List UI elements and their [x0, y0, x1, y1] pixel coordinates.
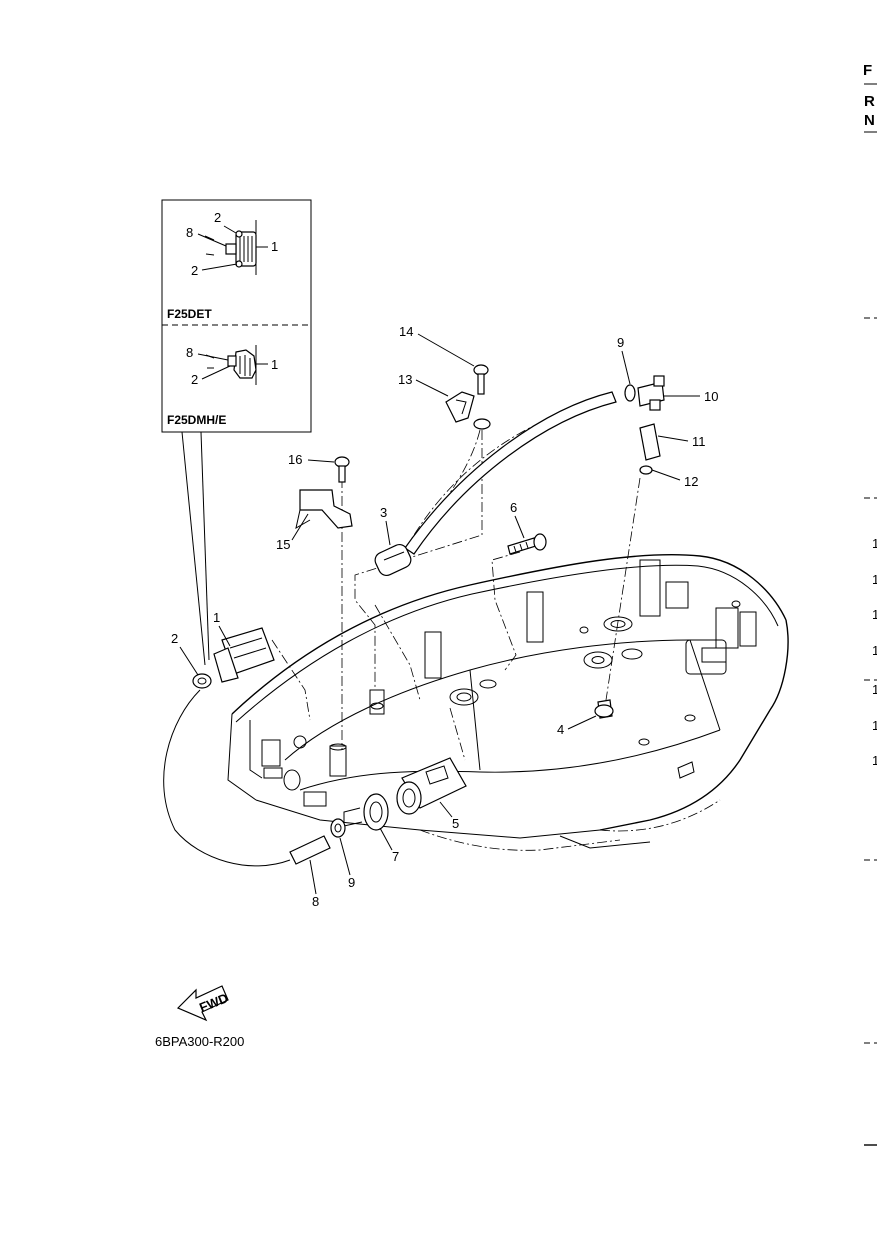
figure-code: 6BPA300-R200	[155, 1034, 244, 1049]
part-16-bolt	[334, 456, 350, 483]
edge-digit: 1	[872, 572, 877, 587]
part-10-joint	[637, 375, 665, 411]
edge-char: R	[864, 93, 875, 110]
callout-8: 8	[312, 894, 319, 909]
part-4-nipple	[594, 699, 614, 719]
callout-7: 7	[392, 849, 399, 864]
edge-digit: 1	[872, 682, 877, 697]
inset-bottom-sensor-drawing	[205, 345, 257, 385]
edge-digit: 1	[872, 607, 877, 622]
callout-5: 5	[452, 816, 459, 831]
inset-top-callout: 2	[191, 263, 198, 278]
inset-top-callout: 1	[271, 239, 278, 254]
part-12-clip	[639, 465, 653, 475]
part-2-clamp	[192, 673, 212, 689]
callout-15: 15	[276, 537, 290, 552]
callout-11: 11	[692, 434, 706, 449]
inset-bottom-callout: 8	[186, 345, 193, 360]
inset-top-label: F25DET	[167, 307, 212, 321]
inset-bottom-label: F25DMH/E	[167, 413, 226, 427]
callout-9-lower: 9	[348, 875, 355, 890]
part-13-holder	[445, 391, 491, 430]
part-14-bolt	[473, 364, 489, 395]
part-6-screw	[507, 533, 547, 555]
inset-top-sensor-drawing	[204, 220, 257, 275]
part-9-clip-lower	[330, 818, 346, 838]
part-9-clip-upper	[624, 384, 636, 402]
edge-digit: 1	[872, 643, 877, 658]
callout-13: 13	[398, 372, 412, 387]
tell-tale-hose	[404, 391, 617, 555]
inset-bottom-callout: 2	[191, 372, 198, 387]
callout-4: 4	[557, 722, 564, 737]
inset-bottom-callout: 1	[271, 357, 278, 372]
part-15-bracket	[295, 489, 353, 529]
callout-3: 3	[380, 505, 387, 520]
page-edge: F R N 1 1 1 1 1 1 1	[863, 62, 877, 1146]
callout-1: 1	[213, 610, 220, 625]
edge-digit: 1	[872, 536, 877, 551]
hose-routing	[163, 397, 641, 867]
edge-char: N	[864, 112, 875, 129]
inset-top-callout: 2	[214, 210, 221, 225]
model-inset: 2 8 1 2 F25DET 8 1 2 F25DMH/E	[161, 199, 312, 666]
inset-top-callout: 8	[186, 225, 193, 240]
edge-char: F	[863, 62, 872, 79]
part-3-grommet	[374, 543, 412, 577]
bottom-cowling	[227, 554, 789, 851]
callout-16: 16	[288, 452, 302, 467]
fwd-direction-badge: FWD	[176, 985, 230, 1022]
callout-2: 2	[171, 631, 178, 646]
callout-14: 14	[399, 324, 413, 339]
part-5-grommet	[396, 757, 467, 815]
edge-digit: 1	[872, 753, 877, 768]
part-8-hose	[289, 835, 331, 865]
callout-9-upper: 9	[617, 335, 624, 350]
part-1-sensor	[213, 627, 275, 683]
part-7-nut	[343, 793, 389, 831]
callout-10: 10	[704, 389, 718, 404]
callout-6: 6	[510, 500, 517, 515]
callout-12: 12	[684, 474, 698, 489]
part-11-tube	[639, 423, 661, 461]
fwd-badge-label: FWD	[197, 990, 230, 1015]
edge-digit: 1	[872, 718, 877, 733]
callouts: 1 2 3 4 5 6 7 8 9 9 10 11 12 13 14 15 16	[171, 324, 718, 909]
